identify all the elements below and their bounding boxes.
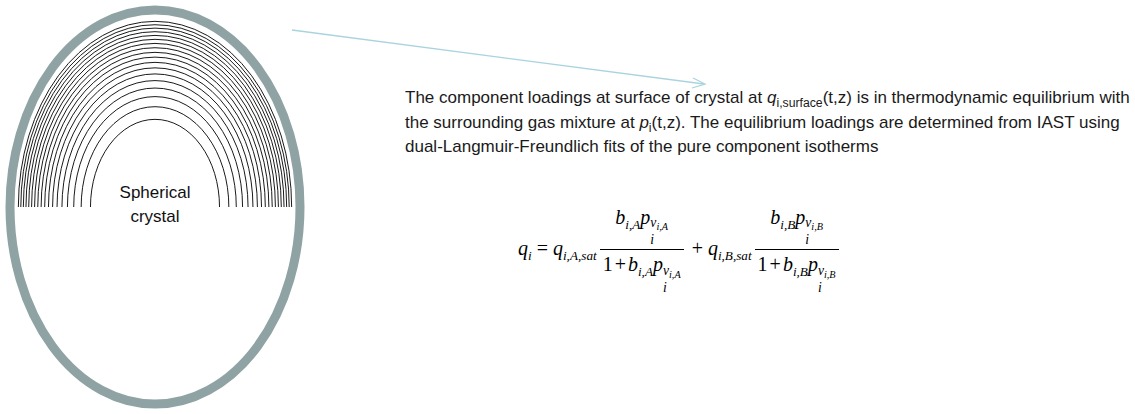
description-text: The component loadings at surface of cry…: [405, 86, 1131, 160]
symbol: p: [808, 253, 818, 275]
denominator: 1+bi,Bpνi,Bi: [755, 249, 839, 294]
symbol: ν: [818, 263, 824, 278]
power-term: pνi,Ai: [640, 206, 668, 228]
symbol: p: [640, 206, 650, 228]
number: 1: [603, 253, 613, 275]
subscript: i: [818, 281, 836, 295]
exponent: νi,B: [818, 264, 836, 281]
operator: +: [615, 253, 626, 275]
subscript: i: [528, 248, 532, 263]
symbol: ν: [663, 263, 669, 278]
fraction: bi,Apνi,Ai1+bi,Apνi,Ai: [600, 206, 684, 295]
exponent-stack: νi,Ai: [663, 264, 681, 295]
symbol: b: [783, 253, 793, 275]
crystal-border: [10, 10, 300, 404]
shell-arc: [23, 28, 286, 207]
subscript: i,A: [638, 264, 653, 279]
symbol: b: [770, 206, 780, 228]
symbol: p: [639, 113, 648, 132]
shell-arc: [26, 32, 284, 207]
isotherm-equation: qi=qi,A,satbi,Apνi,Ai1+bi,Apνi,Ai+qi,B,s…: [518, 206, 842, 295]
exponent: νi,A: [663, 264, 681, 281]
shell-arc: [29, 35, 282, 207]
denominator: 1+bi,Apνi,Ai: [600, 249, 684, 294]
exponent: νi,A: [650, 216, 668, 233]
operator: +: [770, 253, 781, 275]
description-text: The component loadings at surface of cry…: [405, 88, 762, 107]
exponent-stack: νi,Ai: [650, 216, 668, 247]
callout-arrowhead: [692, 78, 705, 88]
power-term: pνi,Bi: [795, 206, 823, 228]
crystal-circle: Spherical crystal: [5, 5, 305, 409]
power-term: pνi,Bi: [808, 253, 836, 275]
power-term: pνi,Ai: [653, 253, 681, 275]
symbol: p: [653, 253, 663, 275]
subscript: i,B,sat: [718, 248, 752, 263]
exponent-stack: νi,Bi: [805, 216, 823, 247]
subscript: i: [805, 233, 823, 247]
crystal-label: Spherical crystal: [103, 181, 207, 229]
numerator: bi,Apνi,Ai: [612, 206, 671, 249]
subscript: i,B: [793, 264, 808, 279]
number: 1: [758, 253, 768, 275]
symbol: q: [518, 237, 528, 259]
symbol: ν: [805, 215, 811, 230]
subscript: i: [663, 281, 681, 295]
symbol: b: [628, 253, 638, 275]
subscript: i,B: [780, 217, 795, 232]
shell-arc: [35, 43, 276, 207]
subscript: i: [650, 233, 668, 247]
subscript: i,B: [811, 221, 823, 232]
subscript: i,A: [625, 217, 640, 232]
subscript: i,B: [824, 269, 836, 280]
shell-arc: [21, 25, 289, 207]
symbol: q: [708, 237, 718, 259]
shell-arc: [18, 21, 291, 207]
subscript: i,A: [656, 221, 668, 232]
subscript: i,surface: [776, 96, 822, 110]
numerator: bi,Bpνi,Bi: [767, 206, 826, 249]
shell-arc: [32, 39, 279, 207]
symbol: ν: [650, 215, 656, 230]
callout-line: [292, 30, 704, 84]
symbol: p: [795, 206, 805, 228]
fraction: bi,Bpνi,Bi1+bi,Bpνi,Bi: [755, 206, 839, 295]
exponent: νi,B: [805, 216, 823, 233]
operator: =: [537, 237, 548, 259]
symbol: q: [767, 88, 776, 107]
symbol: q: [553, 237, 563, 259]
symbol: b: [615, 206, 625, 228]
subscript: i,A,sat: [563, 248, 597, 263]
operator: +: [692, 237, 703, 259]
subscript: i: [649, 120, 652, 134]
exponent-stack: νi,Bi: [818, 264, 836, 295]
subscript: i,A: [669, 269, 681, 280]
